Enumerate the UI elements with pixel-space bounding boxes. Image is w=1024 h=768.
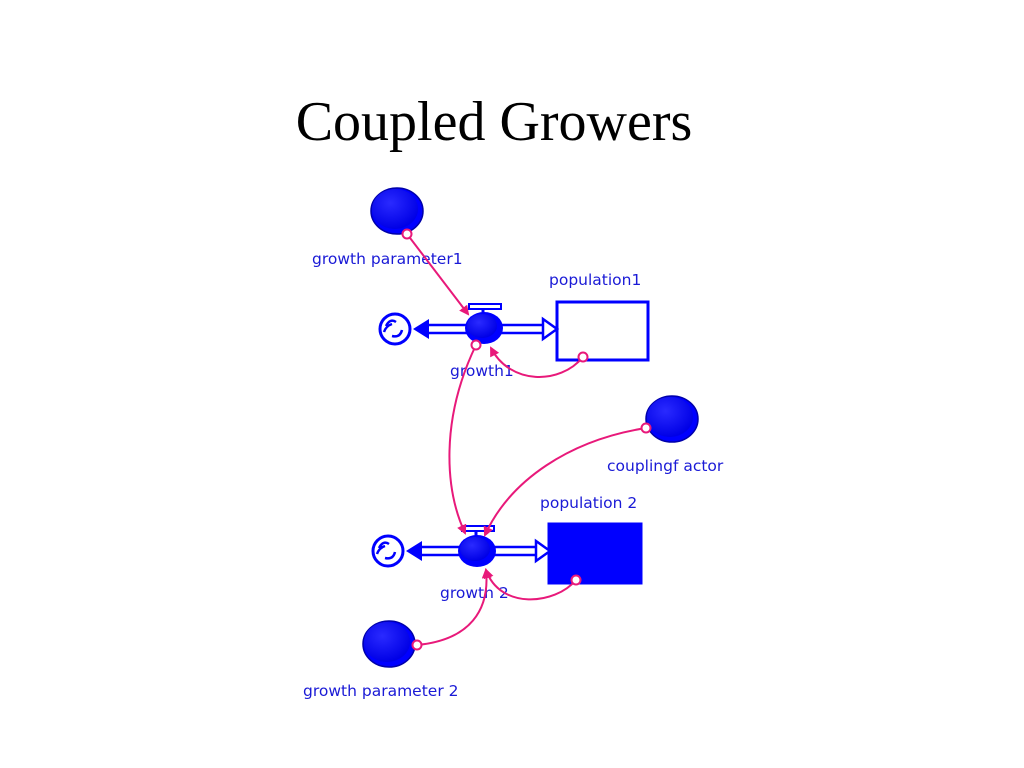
connector-pop2-to-growth2[interactable] [483,568,577,601]
couplingfactor-label: couplingf actor [607,457,724,475]
growth1-flow-valve[interactable] [465,312,503,344]
growth-parameter2-converter[interactable] [362,620,416,668]
population1-stock[interactable] [555,300,650,362]
connector-coupling-to-growth2[interactable] [483,427,647,537]
population2-stock[interactable] [547,522,643,585]
population1-label: population1 [549,271,641,289]
growth-parameter1-label: growth parameter1 [312,250,463,268]
connector-gp2-to-growth2[interactable] [416,568,492,646]
connector-origin-ring [640,422,652,434]
couplingfactor-converter[interactable] [645,395,699,443]
growth-parameter1-converter[interactable] [370,187,424,235]
connector-origin-ring [470,339,482,351]
cloud-source-1-icon [378,312,412,346]
connector-growth1-to-growth2[interactable] [448,344,477,535]
connector-origin-ring [577,351,589,363]
growth-parameter2-label: growth parameter 2 [303,682,458,700]
connector-origin-ring [401,228,413,240]
connector-gp1-to-growth1[interactable] [406,233,470,316]
population2-label: population 2 [540,494,637,512]
cloud-source-2-icon [371,534,405,568]
connector-pop1-to-growth1[interactable] [490,346,584,378]
growth2-flow-valve[interactable] [458,535,496,567]
slide-title: Coupled Growers [295,91,693,153]
growth2-label: growth 2 [440,584,509,602]
connector-origin-ring [570,574,582,586]
connector-origin-ring [411,639,423,651]
